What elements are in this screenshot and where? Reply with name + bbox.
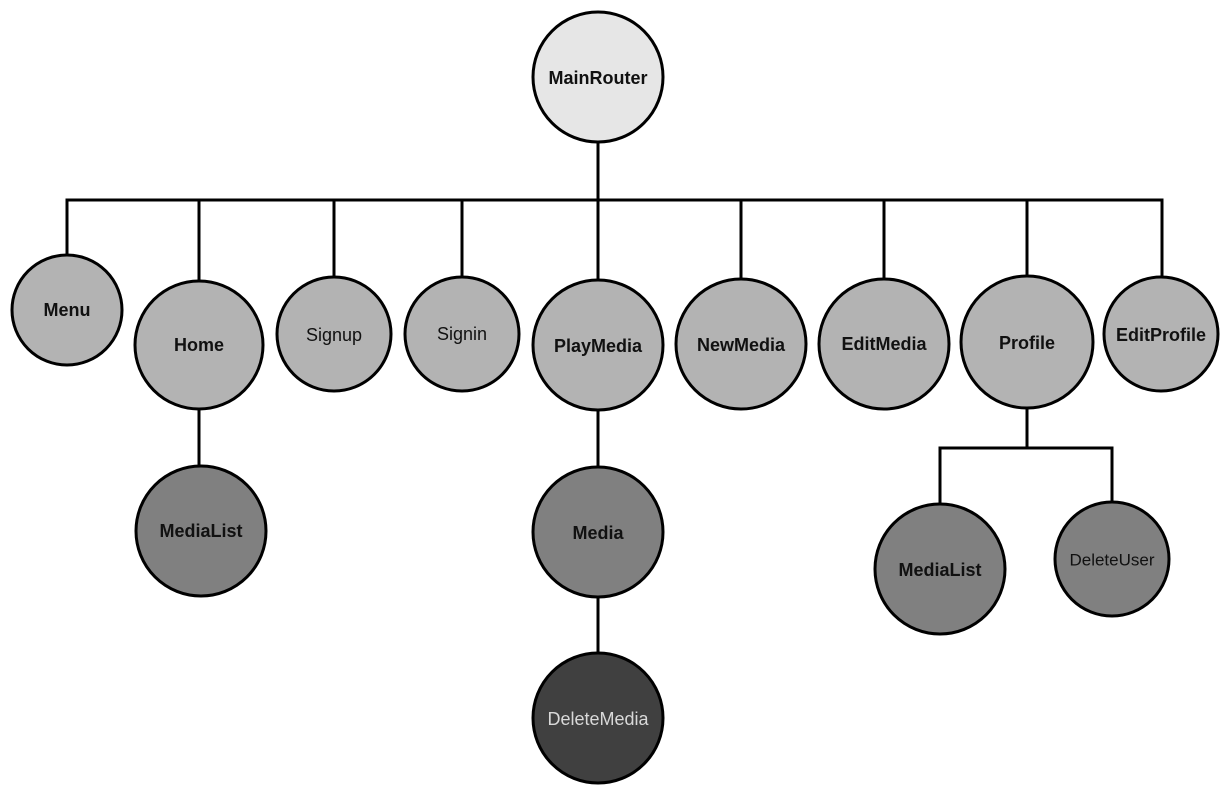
- node-editprofile[interactable]: EditProfile: [1102, 275, 1220, 393]
- node-label: NewMedia: [697, 335, 786, 355]
- connector-lines: [65, 140, 1164, 656]
- node-label: MainRouter: [549, 68, 648, 88]
- node-newmedia[interactable]: NewMedia: [674, 277, 808, 411]
- node-media[interactable]: Media: [531, 465, 665, 599]
- tree-nodes: MainRouter Menu Home Signup Signin PlayM…: [10, 10, 1220, 785]
- node-label: Signup: [306, 325, 362, 345]
- node-deletemedia[interactable]: DeleteMedia: [531, 651, 665, 785]
- node-signup[interactable]: Signup: [275, 275, 393, 393]
- node-label: PlayMedia: [554, 336, 643, 356]
- node-label: DeleteMedia: [547, 709, 649, 729]
- node-home[interactable]: Home: [133, 279, 265, 411]
- node-menu[interactable]: Menu: [10, 253, 124, 367]
- node-profile-medialist[interactable]: MediaList: [873, 502, 1007, 636]
- node-label: DeleteUser: [1069, 551, 1154, 570]
- node-label: Home: [174, 335, 224, 355]
- node-label: EditProfile: [1116, 325, 1206, 345]
- node-label: EditMedia: [841, 334, 927, 354]
- node-deleteuser[interactable]: DeleteUser: [1053, 500, 1171, 618]
- node-label: MediaList: [898, 560, 981, 580]
- node-label: Menu: [44, 300, 91, 320]
- node-mainrouter[interactable]: MainRouter: [531, 10, 665, 144]
- node-label: MediaList: [159, 521, 242, 541]
- node-editmedia[interactable]: EditMedia: [817, 277, 951, 411]
- node-label: Profile: [999, 333, 1055, 353]
- node-profile[interactable]: Profile: [959, 274, 1095, 410]
- node-signin[interactable]: Signin: [403, 275, 521, 393]
- node-home-medialist[interactable]: MediaList: [134, 464, 268, 598]
- node-playmedia[interactable]: PlayMedia: [531, 278, 665, 412]
- node-label: Media: [572, 523, 624, 543]
- node-label: Signin: [437, 324, 487, 344]
